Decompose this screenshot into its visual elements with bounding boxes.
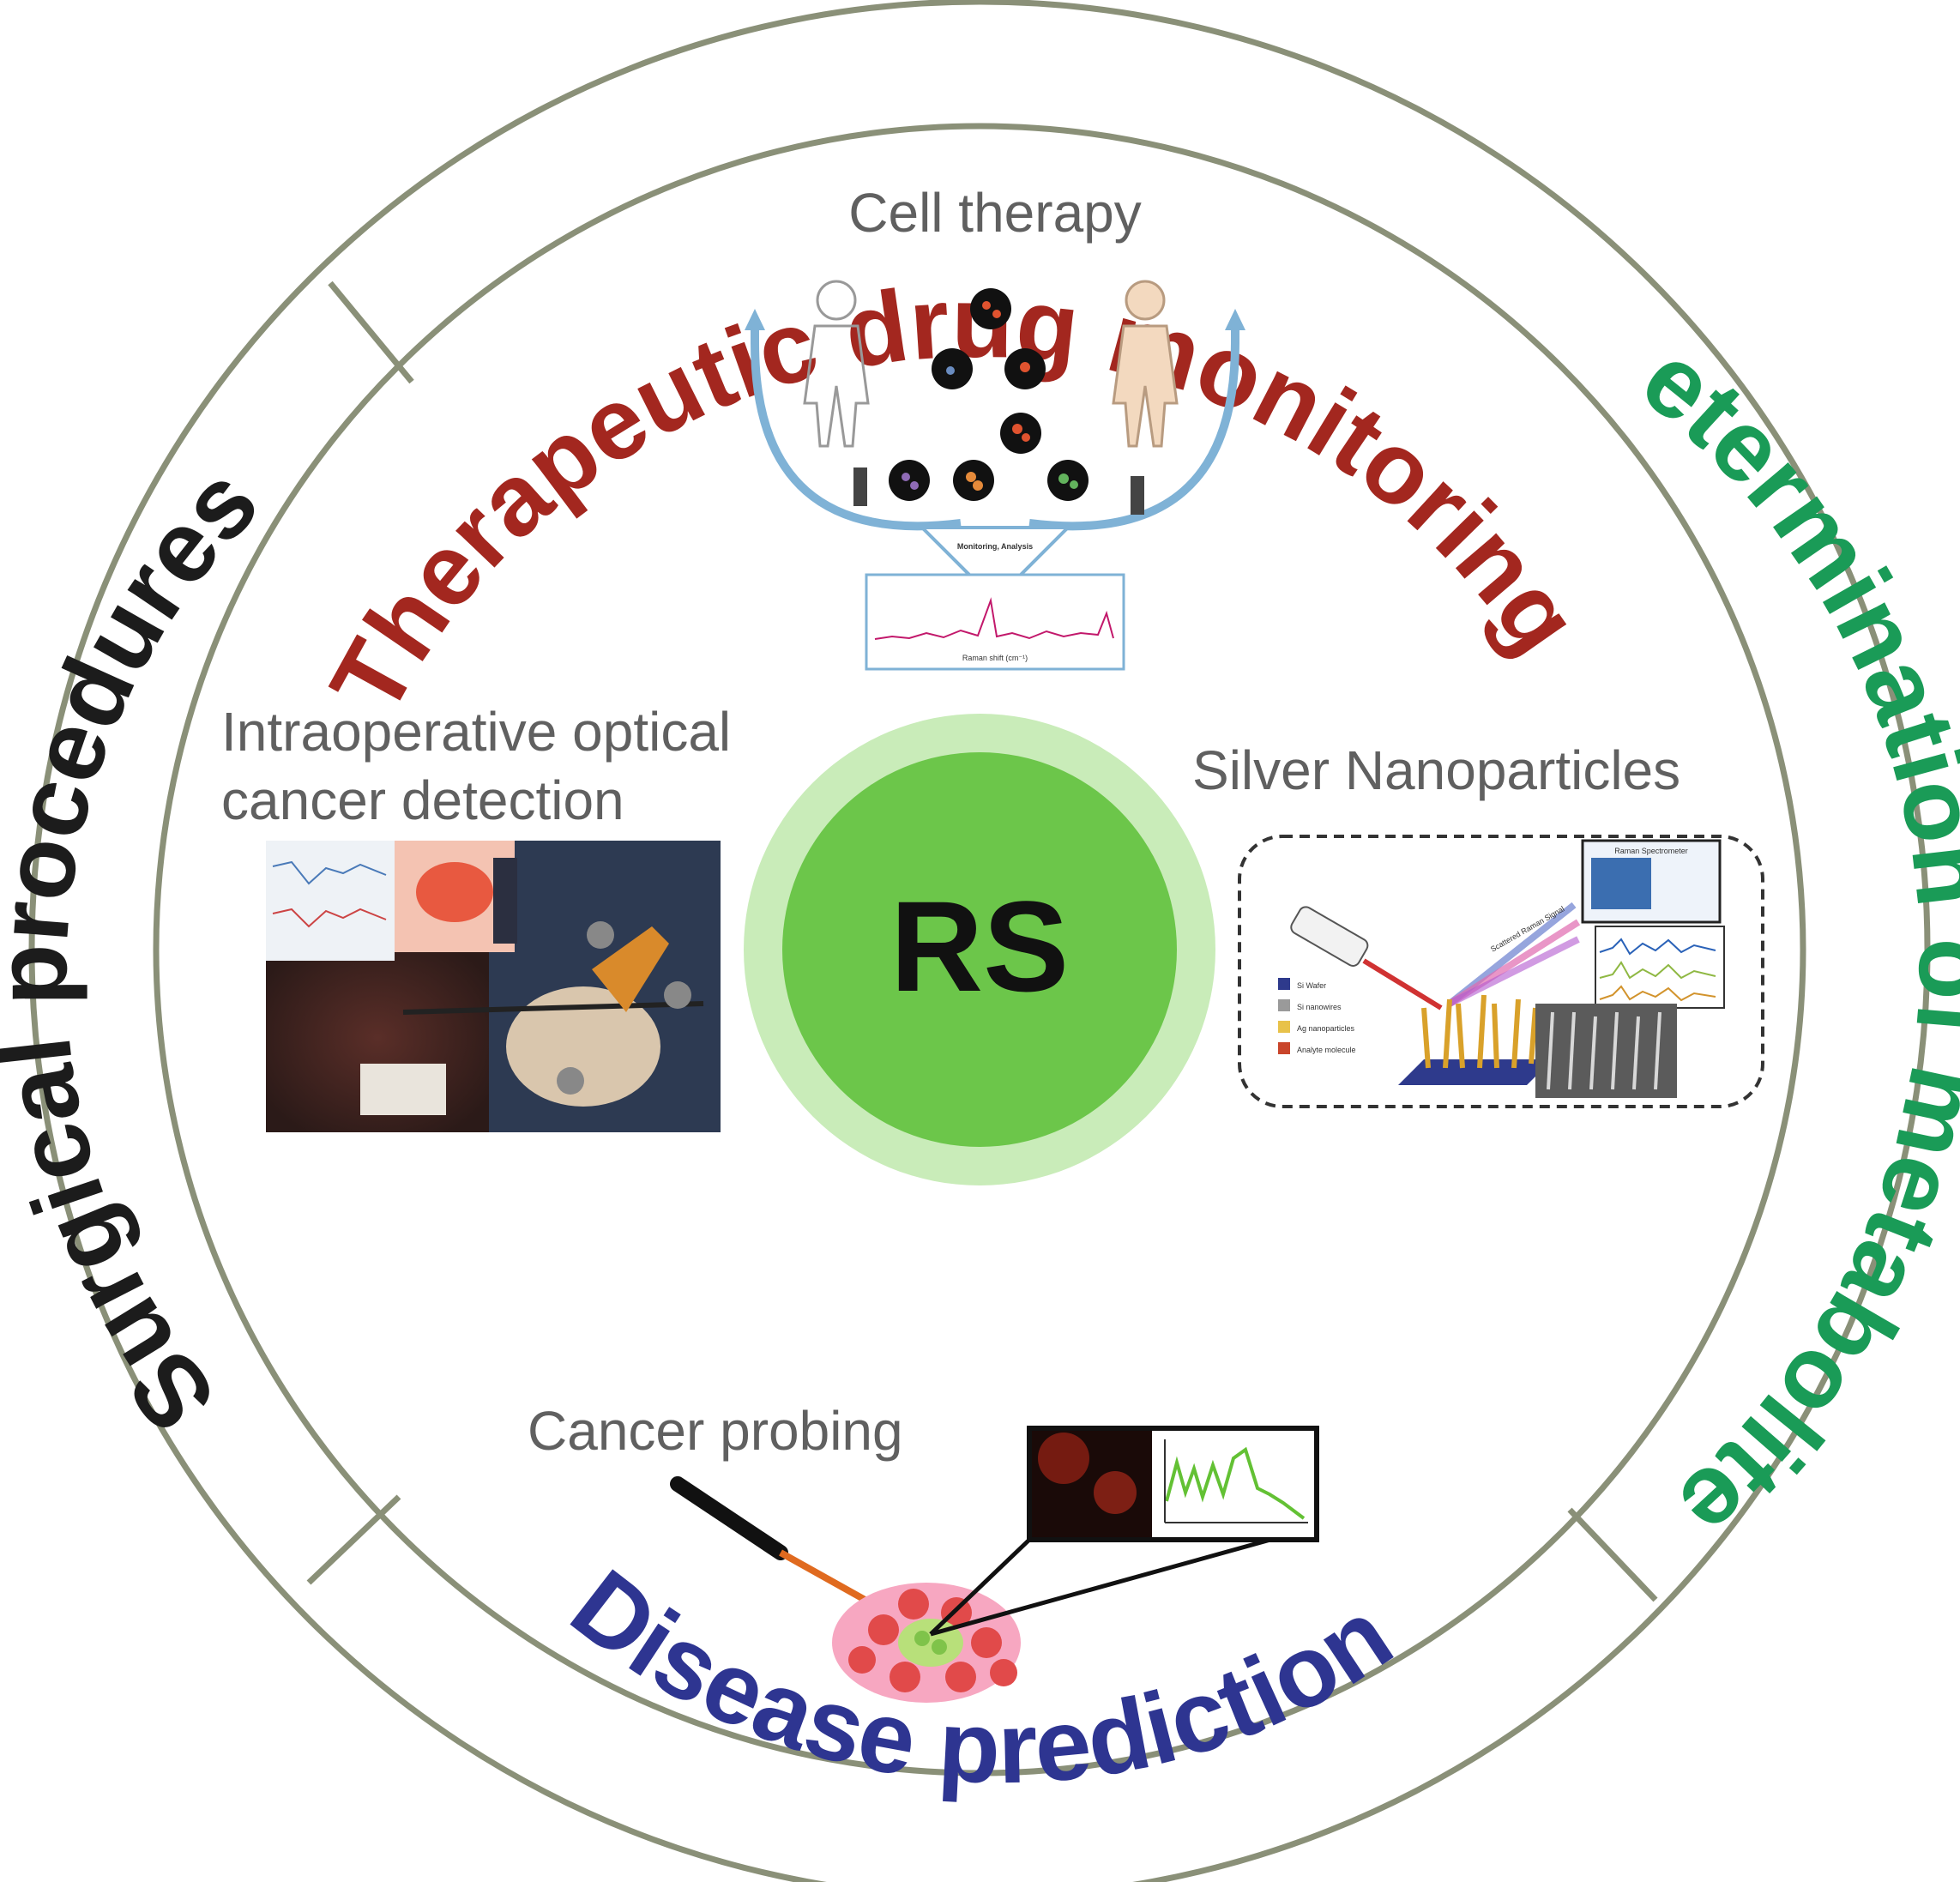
ring-divider-bottom-right — [1567, 1507, 1658, 1602]
scattered-rays — [1447, 902, 1581, 1007]
spectrum-box — [865, 573, 1125, 671]
laser-pointer — [1290, 906, 1369, 967]
monitoring-label: Monitoring, Analysis — [957, 542, 1033, 551]
silver-legend: Si Wafer Si nanowires Ag nanoparticles A… — [1278, 978, 1356, 1054]
vial-right — [1131, 476, 1144, 515]
legend-item: Si nanowires — [1297, 1003, 1342, 1011]
silver-title: Silver Nanoparticles — [1192, 739, 1680, 801]
sem-image — [1535, 1004, 1677, 1098]
intraoperative-title-line1: Intraoperative optical — [221, 701, 731, 763]
monitoring-funnel — [918, 526, 1072, 603]
human-figure-right — [1112, 280, 1179, 448]
tumor-tissue — [832, 1583, 1021, 1703]
center-node: RS — [744, 714, 1215, 1185]
intraoperative-title-line2: cancer detection — [221, 769, 624, 831]
ring-divider-bottom-left — [306, 1494, 401, 1585]
cell-therapy-title: Cell therapy — [848, 182, 1142, 244]
surgery-photo — [266, 841, 721, 1132]
intraoperative-panel: Intraoperative optical cancer detection — [221, 701, 731, 1132]
human-figure-left — [803, 280, 870, 448]
legend-item: Si Wafer — [1297, 981, 1326, 990]
legend-item: Analyte molecule — [1297, 1046, 1356, 1054]
spectrum-line — [874, 597, 1114, 640]
cell-cycle — [889, 288, 1089, 501]
nanowires — [1421, 994, 1538, 1069]
laser-beam — [1362, 958, 1443, 1010]
cancer-probing-panel: Cancer probing — [528, 1400, 1319, 1703]
zoom-line-right — [930, 1524, 1318, 1637]
cell-therapy-panel: Cell therapy — [745, 182, 1245, 671]
ring-divider-top-left — [328, 280, 414, 384]
probe-body — [670, 1476, 788, 1560]
outer-ring — [28, 0, 1931, 1882]
vial-left — [853, 467, 867, 506]
inset-spectrum — [1165, 1446, 1306, 1520]
legend-item: Ag nanoparticles — [1297, 1024, 1355, 1033]
inset-spectrum-area — [1158, 1434, 1311, 1534]
cancer-probing-title: Cancer probing — [528, 1400, 903, 1462]
zoom-line-left — [929, 1538, 1031, 1636]
spectrometer-label: Raman Spectrometer — [1614, 847, 1688, 855]
silver-panel: Silver Nanoparticles Raman Spectrometer … — [1192, 739, 1764, 1108]
spectrum-axis-label: Raman shift (cm⁻¹) — [962, 654, 1028, 662]
center-label: RS — [890, 874, 1069, 1018]
